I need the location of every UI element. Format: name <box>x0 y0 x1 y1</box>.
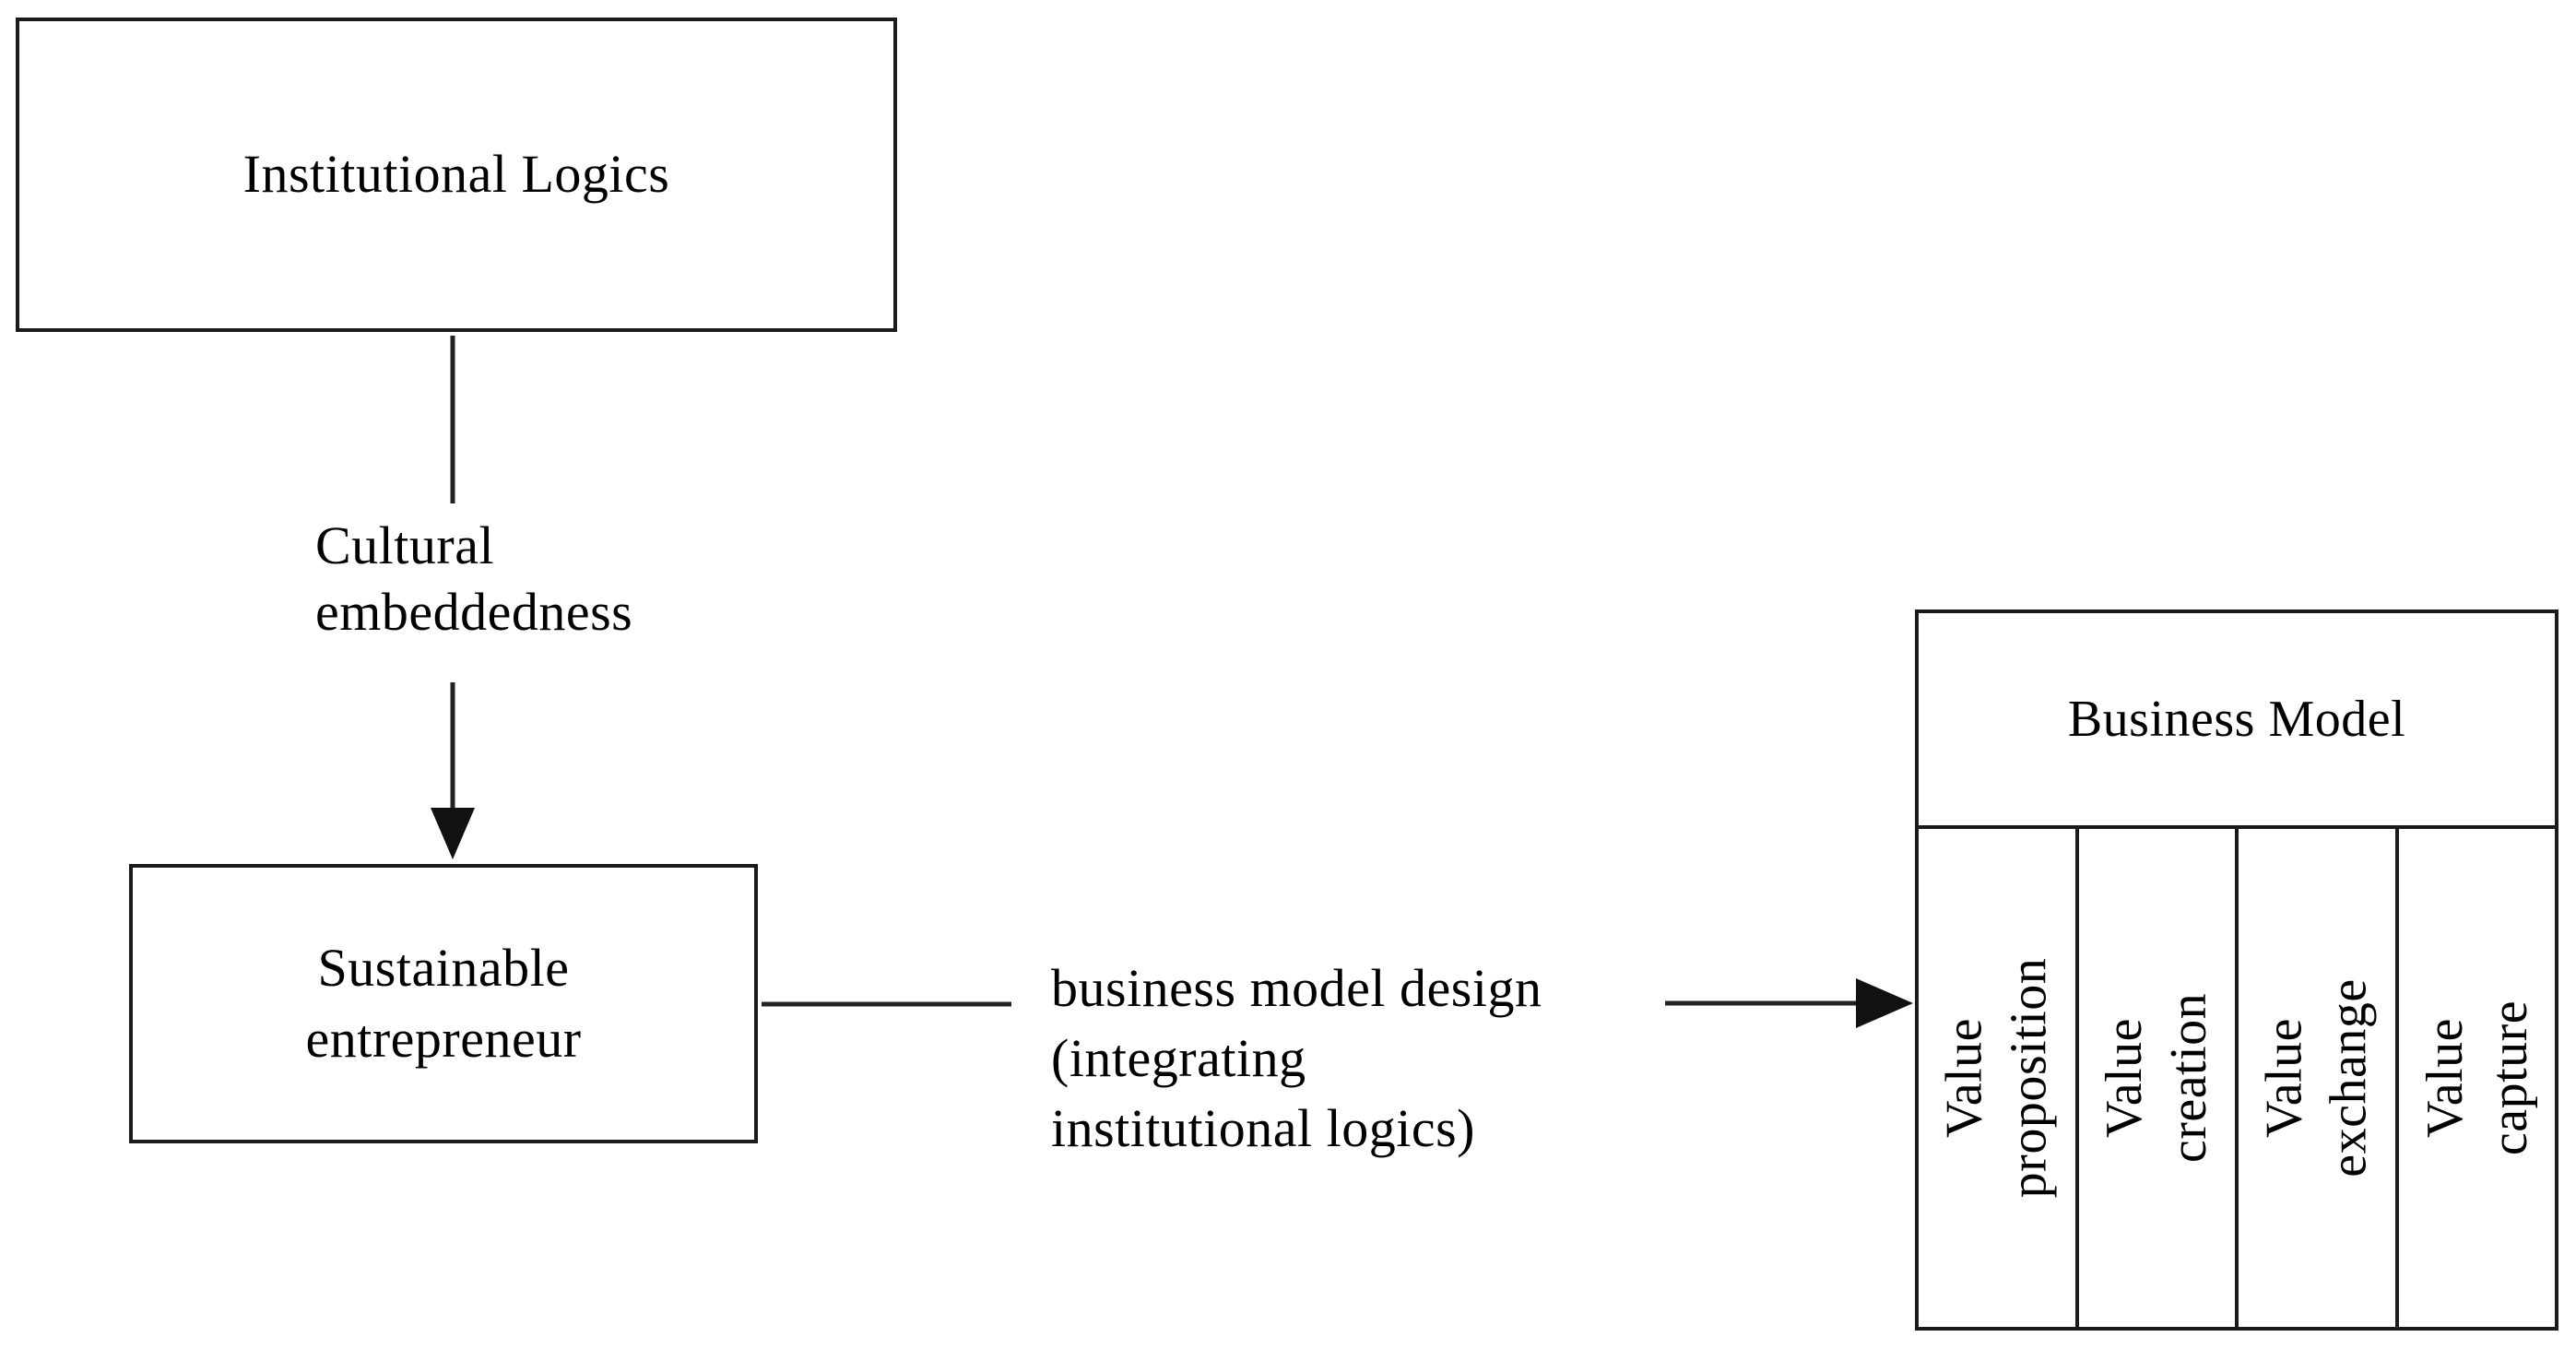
value-proposition-column: Value proposition <box>1919 829 2075 1327</box>
sustainable-entrepreneur-box: Sustainable entrepreneur <box>129 864 758 1143</box>
down-arrow-icon <box>431 808 475 859</box>
value-capture-label: Value capture <box>2416 1000 2538 1156</box>
value-exchange-column: Value exchange <box>2235 829 2395 1327</box>
business-model-columns: Value proposition Value creation Value e… <box>1919 829 2555 1327</box>
value-creation-label: Value creation <box>2096 992 2218 1164</box>
right-arrow-icon <box>1856 978 1913 1028</box>
value-proposition-label: Value proposition <box>1935 957 2058 1199</box>
value-capture-column: Value capture <box>2394 829 2556 1327</box>
business-model-box: Business Model Value proposition Value c… <box>1915 609 2558 1331</box>
business-model-design-label: business model design (integrating insti… <box>1051 958 1542 1158</box>
sustainable-entrepreneur-label: Sustainable entrepreneur <box>305 937 582 1069</box>
institutional-logics-label: Institutional Logics <box>242 144 670 205</box>
cultural-embeddedness-label: Cultural embeddedness <box>315 515 633 642</box>
value-creation-column: Value creation <box>2074 829 2236 1327</box>
institutional-logics-box: Institutional Logics <box>16 18 897 332</box>
value-exchange-label: Value exchange <box>2255 978 2378 1177</box>
business-model-title: Business Model <box>1919 613 2555 829</box>
